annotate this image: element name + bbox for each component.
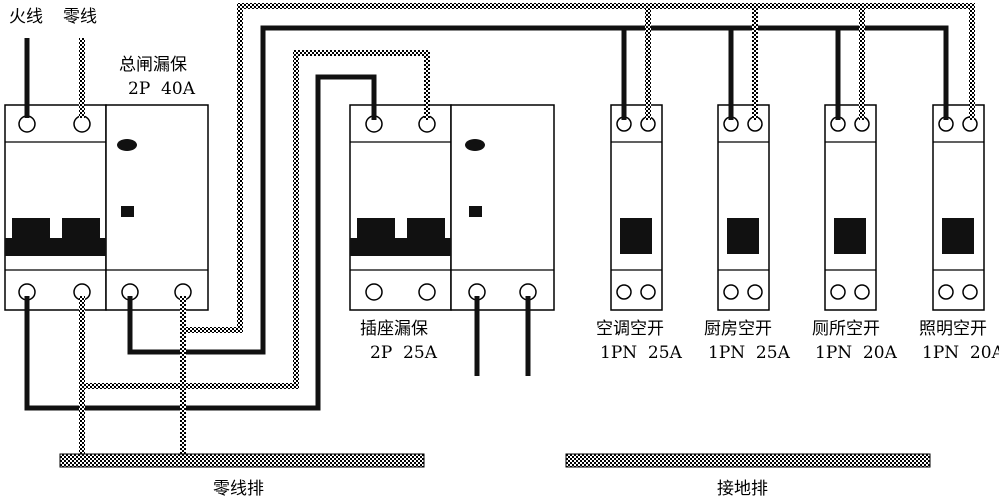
ac-breaker-spec: 1PN 25A bbox=[600, 343, 683, 363]
toilet-breaker-name: 厕所空开 bbox=[812, 319, 880, 339]
live-wires bbox=[24, 25, 949, 411]
socket-breaker-spec: 2P 25A bbox=[370, 343, 438, 363]
toilet-breaker-spec: 1PN 20A bbox=[815, 343, 898, 363]
main-breaker-name: 总闸漏保 bbox=[119, 55, 187, 75]
socket-rcd-breaker bbox=[349, 104, 555, 311]
ac-breaker bbox=[610, 104, 663, 311]
neutral-bar-label: 零线排 bbox=[213, 479, 264, 499]
main-rcd-breaker bbox=[4, 104, 209, 311]
light-breaker-name: 照明空开 bbox=[919, 319, 987, 339]
neutral-bar bbox=[59, 453, 425, 468]
live-label: 火线 bbox=[9, 7, 43, 27]
indicator-icon bbox=[121, 206, 134, 217]
ac-breaker-name: 空调空开 bbox=[596, 319, 664, 339]
main-breaker-spec: 2P 40A bbox=[128, 79, 196, 99]
neutral-wires bbox=[79, 3, 975, 455]
light-breaker-spec: 1PN 20A bbox=[922, 343, 999, 363]
socket-breaker-name: 插座漏保 bbox=[360, 319, 428, 339]
neutral-label: 零线 bbox=[63, 7, 97, 27]
ground-bar-label: 接地排 bbox=[717, 479, 768, 499]
test-button-icon bbox=[465, 139, 485, 151]
light-breaker bbox=[932, 104, 985, 311]
kitchen-breaker-name: 厨房空开 bbox=[704, 319, 772, 339]
kitchen-breaker bbox=[717, 104, 770, 311]
kitchen-breaker-spec: 1PN 25A bbox=[708, 343, 791, 363]
ground-bar bbox=[565, 453, 931, 468]
toilet-breaker bbox=[824, 104, 877, 311]
indicator-icon bbox=[469, 206, 482, 217]
test-button-icon bbox=[117, 139, 137, 151]
